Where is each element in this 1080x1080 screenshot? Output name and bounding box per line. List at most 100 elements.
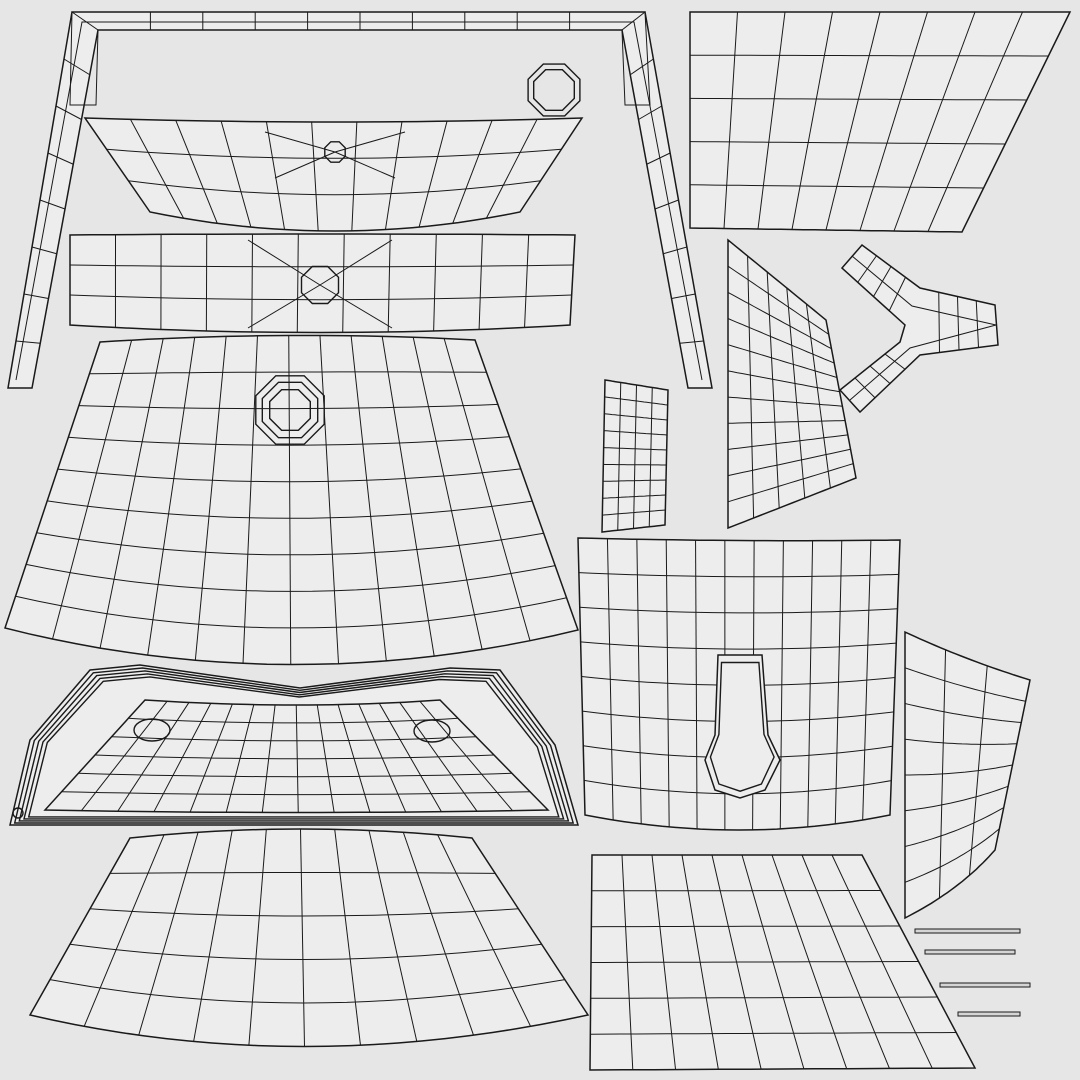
grid-edge-v <box>904 828 1000 883</box>
grid-edge-v <box>78 403 498 410</box>
grid-edge-u <box>138 832 199 1036</box>
grid-edge-u <box>52 340 133 640</box>
drain-octagon-inner-icon <box>269 389 311 431</box>
grid-edge-v <box>602 509 666 516</box>
drain-octagon-mid-icon <box>261 381 319 439</box>
hub-spoke <box>334 151 396 179</box>
branch-edge <box>938 292 940 353</box>
frame-corner-right <box>621 11 651 106</box>
grid-edge-v <box>590 996 938 999</box>
grid-edge-u <box>443 338 531 641</box>
grid-edge-v <box>727 463 854 503</box>
grid-edge-v <box>904 738 1017 745</box>
frame-tick <box>679 340 704 344</box>
island-basin-bowl <box>4 334 579 666</box>
grid-edge-v <box>727 434 848 450</box>
grid-edge-v <box>109 872 496 874</box>
grid-edge-v <box>69 943 542 961</box>
frame-tick <box>15 340 41 344</box>
grid-edge-u <box>648 387 653 527</box>
grid-edge-u <box>757 11 786 230</box>
grid-edge-v <box>689 97 1027 101</box>
frame-inner-edge <box>15 21 703 381</box>
branch-edge <box>869 365 891 384</box>
frame-tick <box>654 199 679 210</box>
frame-tick <box>629 58 654 76</box>
grid-edge-v <box>904 703 1022 723</box>
grid-edge-u <box>723 11 738 229</box>
tiny-strip-2 <box>924 949 1016 955</box>
grid-edge-v <box>57 468 521 483</box>
grid-edge-u <box>859 11 928 231</box>
grid-edge-v <box>603 447 667 451</box>
grid-edge-u <box>248 829 267 1046</box>
frame-tick <box>638 105 663 120</box>
hub-spoke <box>319 284 393 329</box>
grid-edge-v <box>689 141 1006 145</box>
grid-edge-v <box>15 595 567 629</box>
frame-tick <box>31 246 57 255</box>
grid-edge-v <box>94 754 495 760</box>
grid-edge-v <box>727 448 851 477</box>
grid-edge-v <box>579 606 898 614</box>
island-outline <box>28 828 590 1048</box>
island-top-frame <box>7 11 713 389</box>
grid-edge-u <box>825 11 881 231</box>
drain-ring-inner-icon <box>533 68 575 112</box>
grid-edge-u <box>351 121 358 231</box>
grid-edge-v <box>61 791 531 796</box>
grid-edge-u <box>300 828 305 1047</box>
branch-edge <box>957 296 960 351</box>
grid-edge-v <box>78 772 513 778</box>
island-y-junction <box>838 243 999 414</box>
island-tall-curved-panel <box>727 238 857 530</box>
grid-edge-v <box>904 785 1009 812</box>
tiny-strip-1 <box>914 928 1021 934</box>
grid-edge-v <box>727 370 840 393</box>
grid-edge-v <box>89 908 519 917</box>
grid-edge-v <box>49 979 565 1004</box>
grid-edge-v <box>578 572 899 578</box>
grid-edge-v <box>26 563 556 592</box>
grid-edge-v <box>727 318 835 364</box>
grid-edge-u <box>927 11 1023 232</box>
grid-edge-v <box>904 807 1005 847</box>
overflow-hole-left-icon <box>133 718 171 742</box>
frame-tick <box>47 152 74 165</box>
island-cabinet-front <box>577 537 901 831</box>
grid-edge-u <box>485 119 538 219</box>
island-basin-top-strip <box>83 117 584 232</box>
grid-edge-u <box>452 120 493 224</box>
grid-edge-v <box>591 961 919 963</box>
frame-corner-left <box>69 11 99 106</box>
island-outline <box>4 334 579 666</box>
frame-tick <box>671 293 696 299</box>
grid-edge-u <box>433 234 437 331</box>
grid-edge-u <box>194 336 227 661</box>
grid-edge-u <box>617 382 622 531</box>
grid-edge-u <box>83 834 165 1027</box>
frame-tick <box>63 58 91 76</box>
drain-octagon-outer-icon <box>255 375 325 445</box>
hub-octagon-icon <box>324 141 346 163</box>
frame-tick <box>23 293 49 299</box>
grid-edge-v <box>36 532 544 556</box>
frame-tick <box>55 105 82 120</box>
grid-edge-u <box>437 834 532 1027</box>
grid-edge-u <box>633 384 637 529</box>
grid-edge-v <box>727 291 832 350</box>
grid-edge-u <box>893 11 976 232</box>
frame-tick <box>646 152 671 165</box>
hub-spoke <box>274 151 336 179</box>
grid-edge-v <box>47 500 533 519</box>
grid-edge-u <box>524 234 530 328</box>
branch-edge <box>975 300 979 348</box>
grid-edge-v <box>904 667 1026 702</box>
grid-edge-v <box>68 436 510 446</box>
island-side-panel-top-right <box>689 11 1072 233</box>
grid-edge-v <box>905 764 1013 776</box>
grid-edge-u <box>805 303 831 489</box>
grid-edge-v <box>603 463 667 466</box>
grid-edge-u <box>334 829 361 1046</box>
